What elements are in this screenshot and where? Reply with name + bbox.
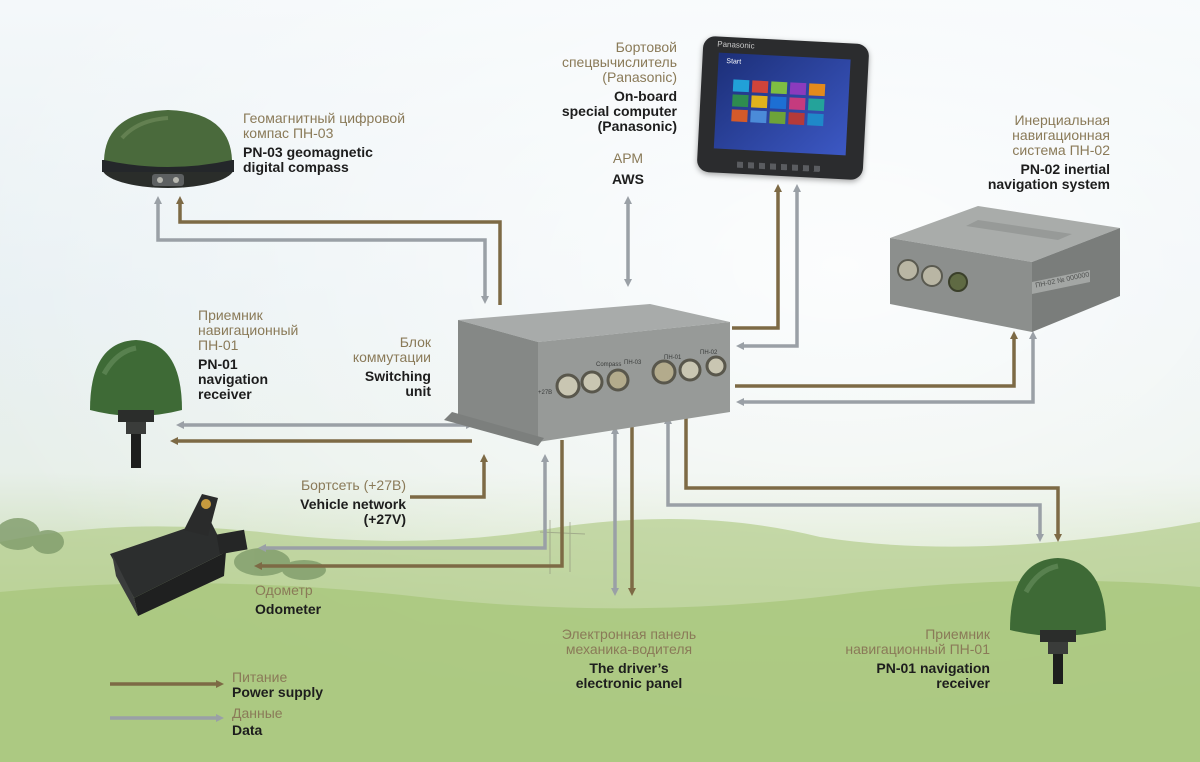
- label-receiver-left-en-1: PN-01: [198, 356, 238, 372]
- legend-power-en: Power supply: [232, 684, 324, 700]
- label-receiver-left-en-3: receiver: [198, 386, 252, 402]
- label-vehicle-ru: Бортсеть (+27В): [300, 477, 406, 493]
- label-switching: Блок коммутации Switching unit: [320, 335, 431, 399]
- data-line-computer: [736, 184, 801, 350]
- legend-data-ru: Данные: [232, 705, 283, 721]
- label-receiver-left: Приемник навигационный ПН-01 PN-01 navig…: [198, 308, 298, 402]
- label-compass: Геомагнитный цифровой компас ПН-03 PN-03…: [243, 111, 405, 175]
- label-vehicle: Бортсеть (+27В) Vehicle network (+27V): [265, 478, 406, 527]
- power-line-compass: [176, 196, 502, 305]
- power-line-receiver-right: [684, 412, 1062, 542]
- data-line-inertial: [736, 331, 1037, 406]
- label-inertial-en-1: PN-02 inertial: [1020, 161, 1110, 177]
- label-vehicle-en-2: (+27V): [363, 511, 406, 527]
- legend-power: Питание Power supply: [232, 670, 323, 700]
- tablet-screen: Start: [713, 52, 851, 156]
- compass-device: [102, 110, 234, 188]
- label-panel-ru-2: механика-водителя: [565, 641, 693, 657]
- label-receiver-right-ru-2: навигационный ПН-01: [845, 641, 990, 657]
- label-inertial-en-2: navigation system: [987, 176, 1110, 192]
- receiver-right-device: [1010, 558, 1106, 684]
- label-receiver-left-en-2: navigation: [198, 371, 269, 387]
- power-line-inertial: [735, 331, 1018, 388]
- tablet-tiles: [731, 79, 837, 127]
- label-compass-en-2: digital compass: [243, 159, 349, 175]
- label-compass-ru-2: компас ПН-03: [243, 125, 334, 141]
- label-panel-en-1: The driver’s: [589, 660, 669, 676]
- label-computer-en-3: (Panasonic): [597, 118, 677, 134]
- label-odometer-ru: Одометр: [255, 582, 313, 598]
- data-line-odometer: [258, 454, 549, 552]
- switch-tag-power: +27В: [538, 390, 553, 396]
- label-inertial: Инерциальная навигационная система ПН-02…: [960, 113, 1110, 192]
- label-receiver-right: Приемник навигационный ПН-01 PN-01 navig…: [800, 627, 990, 691]
- label-inertial-ru-1: Инерциальная: [1014, 112, 1110, 128]
- switch-tag-pn03: ПН-03: [624, 360, 642, 366]
- data-line-receiver-right: [664, 416, 1044, 542]
- tablet-start-text: Start: [726, 57, 742, 66]
- tablet-brand: Panasonic: [717, 39, 755, 51]
- label-computer: Бортовой спецвычислитель (Panasonic) On-…: [520, 40, 677, 134]
- switch-tag-pn01: ПН-01: [664, 355, 682, 361]
- inertial-system-device: [890, 206, 1120, 332]
- legend-data-en: Data: [232, 722, 263, 738]
- label-vehicle-en-1: Vehicle network: [300, 496, 406, 512]
- label-panel-ru-1: Электронная панель: [561, 626, 697, 642]
- label-aws-ru: АРМ: [612, 150, 644, 166]
- label-receiver-left-ru-1: Приемник: [198, 307, 263, 323]
- landscape: [0, 518, 1200, 762]
- label-receiver-right-en-2: receiver: [936, 675, 990, 691]
- label-computer-en-2: special computer: [561, 103, 677, 119]
- label-receiver-right-en-1: PN-01 navigation: [876, 660, 990, 676]
- switch-tag-pn02: ПН-02: [700, 350, 718, 356]
- label-computer-ru-1: Бортовой: [615, 39, 677, 55]
- label-computer-ru-2: спецвычислитель: [561, 54, 677, 70]
- tablet-buttons: [736, 161, 824, 173]
- legend-power-ru: Питание: [232, 669, 288, 685]
- panasonic-tablet: Panasonic Start: [696, 35, 870, 181]
- label-panel-en-2: electronic panel: [575, 675, 683, 691]
- label-compass-en-1: PN-03 geomagnetic: [243, 144, 373, 160]
- label-compass-ru-1: Геомагнитный цифровой: [243, 110, 406, 126]
- legend-data: Данные Data: [232, 706, 283, 738]
- label-aws: АРМ AWS: [596, 151, 660, 187]
- label-computer-ru-3: (Panasonic): [602, 69, 677, 85]
- label-aws-en: AWS: [612, 171, 644, 187]
- odometer-device: [110, 494, 248, 616]
- switch-tag-compass: Compass: [596, 362, 622, 368]
- power-line-vehicle: [410, 454, 488, 499]
- label-inertial-ru-2: навигационная: [1012, 127, 1110, 143]
- label-odometer-en: Odometer: [255, 601, 322, 617]
- data-line-compass: [154, 196, 489, 304]
- switching-unit-device: [444, 304, 730, 446]
- label-panel: Электронная панель механика-водителя The…: [534, 627, 724, 691]
- label-receiver-right-ru-1: Приемник: [925, 626, 990, 642]
- label-inertial-ru-3: система ПН-02: [1012, 142, 1110, 158]
- label-switching-ru-1: Блок: [399, 334, 431, 350]
- label-odometer: Одометр Odometer: [255, 583, 321, 617]
- receiver-left-device: [90, 340, 182, 468]
- label-receiver-left-ru-3: ПН-01: [198, 337, 239, 353]
- label-switching-en-2: unit: [405, 383, 431, 399]
- label-computer-en-1: On-board: [614, 88, 677, 104]
- label-switching-ru-2: коммутации: [352, 349, 431, 365]
- label-receiver-left-ru-2: навигационный: [198, 322, 299, 338]
- label-switching-en-1: Switching: [364, 368, 431, 384]
- power-line-odometer: [254, 440, 564, 570]
